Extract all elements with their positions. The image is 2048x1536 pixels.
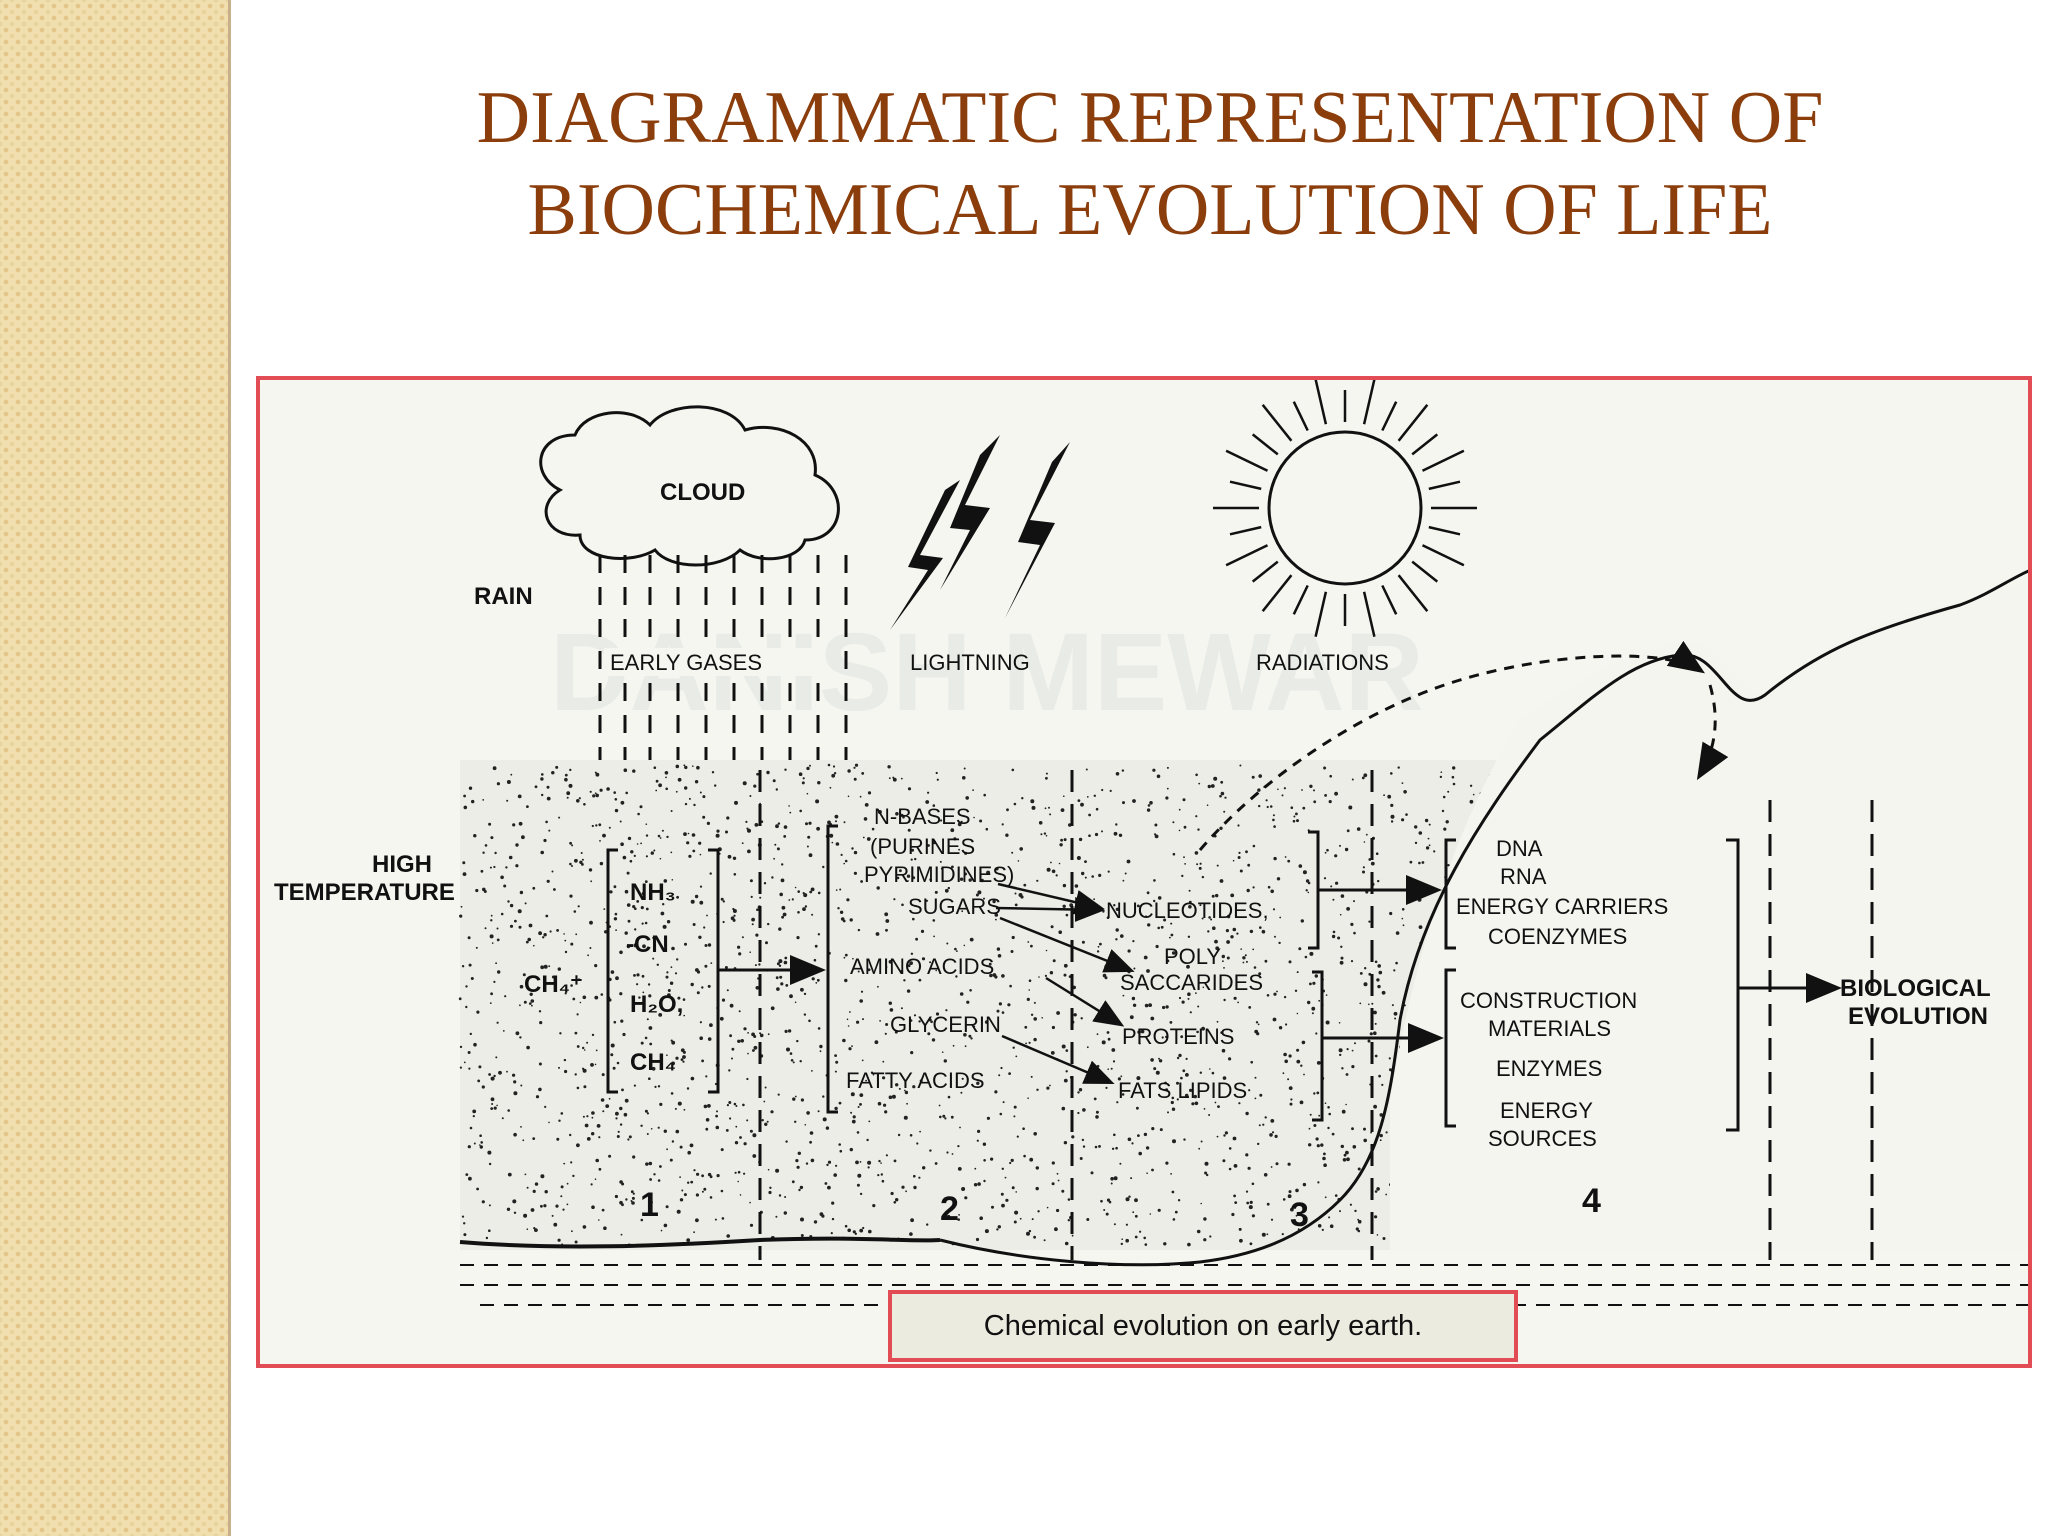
temperature-label: TEMPERATURE bbox=[274, 879, 455, 906]
sources-label: SOURCES bbox=[1488, 1126, 1597, 1151]
stage-number-3: 3 bbox=[1290, 1196, 1309, 1234]
evolution-dashed-arrow bbox=[1198, 640, 1705, 851]
poly-label: POLY bbox=[1164, 944, 1221, 969]
construction-label: CONSTRUCTION bbox=[1460, 988, 1637, 1013]
n-bases-label: N-BASES bbox=[874, 804, 971, 829]
energy-carriers-label: ENERGY CARRIERS bbox=[1456, 894, 1668, 919]
slide-title-line-1: DIAGRAMMATIC REPRESENTATION OF bbox=[476, 77, 1824, 159]
stage4-bracket-bottom bbox=[1444, 968, 1456, 1128]
early-gases-label-bg bbox=[604, 648, 824, 676]
proteins-label: PROTEINS bbox=[1122, 1024, 1234, 1049]
purines-label: (PURINES bbox=[870, 834, 975, 859]
cloud-icon bbox=[539, 405, 840, 567]
slide-title: DIAGRAMMATIC REPRESENTATION OF BIOCHEMIC… bbox=[300, 72, 2000, 256]
rain-label: RAIN bbox=[474, 583, 533, 610]
stage-dividers bbox=[758, 770, 1874, 1260]
glycerin-label: GLYCERIN bbox=[890, 1012, 1001, 1037]
evolution-label: EVOLUTION bbox=[1848, 1003, 1988, 1030]
pyrimidines-label: PYRIMIDINES) bbox=[864, 862, 1014, 887]
gas-nh3: NH₃ bbox=[630, 879, 676, 906]
fatty-acids-label: FATTY ACIDS bbox=[846, 1068, 985, 1093]
stage3-bracket-bottom bbox=[1312, 970, 1324, 1122]
gas-h2o: H₂O, bbox=[630, 991, 683, 1018]
shore-line bbox=[939, 569, 2028, 1267]
stage2-bracket bbox=[826, 824, 838, 1114]
high-label: HIGH bbox=[372, 851, 432, 878]
stage-number-1: 1 bbox=[640, 1186, 659, 1224]
sun-icon bbox=[1213, 380, 1477, 637]
early-gases-label: EARLY GASES bbox=[610, 650, 762, 675]
sugars-label: SUGARS bbox=[908, 894, 1001, 919]
materials-label: MATERIALS bbox=[1488, 1016, 1611, 1041]
decorative-side-stripe bbox=[0, 0, 228, 1536]
slide-title-line-2: BIOCHEMICAL EVOLUTION OF LIFE bbox=[527, 169, 1773, 251]
saccharides-label: SACCARIDES bbox=[1120, 970, 1263, 995]
fats-lipids-label: FATS LIPIDS bbox=[1118, 1078, 1247, 1103]
radiations-label: RADIATIONS bbox=[1256, 650, 1389, 675]
nucleotides-label: NUCLEOTIDES, bbox=[1106, 898, 1269, 923]
gas-cn: -CN bbox=[626, 931, 669, 958]
gas-ch4: CH₄ bbox=[630, 1049, 676, 1076]
stage4-bracket-top bbox=[1444, 838, 1456, 950]
enzymes-label: ENZYMES bbox=[1496, 1056, 1602, 1081]
cloud-label: CLOUD bbox=[660, 479, 745, 506]
stage2-to-3-arrows bbox=[995, 882, 1135, 1084]
figure-caption: Chemical evolution on early earth. bbox=[888, 1290, 1518, 1362]
rna-label: RNA bbox=[1500, 864, 1547, 889]
land-mass bbox=[1390, 578, 2028, 1250]
stage-number-2: 2 bbox=[940, 1190, 959, 1228]
biological-label: BIOLOGICAL bbox=[1840, 975, 1991, 1002]
stage-number-4: 4 bbox=[1582, 1182, 1601, 1220]
lightning-icon bbox=[890, 435, 1070, 630]
coenzymes-label: COENZYMES bbox=[1488, 924, 1627, 949]
stage4-bracket-right bbox=[1726, 838, 1740, 1132]
diagram-figure: DANISH MEWAR CLOUD RAIN EARLY bbox=[256, 376, 2032, 1368]
amino-acids-label: AMINO ACIDS bbox=[850, 954, 994, 979]
ch4-plus-label: CH₄⁺ bbox=[524, 971, 583, 998]
stage1-bracket-left bbox=[606, 848, 618, 1094]
diagram-svg: DANISH MEWAR CLOUD RAIN EARLY bbox=[274, 380, 2028, 1306]
energy-label: ENERGY bbox=[1500, 1098, 1593, 1123]
lightning-label: LIGHTNING bbox=[910, 650, 1030, 675]
dna-label: DNA bbox=[1496, 836, 1543, 861]
side-stripe-edge bbox=[228, 0, 231, 1536]
sea-floor-line bbox=[459, 1236, 941, 1249]
